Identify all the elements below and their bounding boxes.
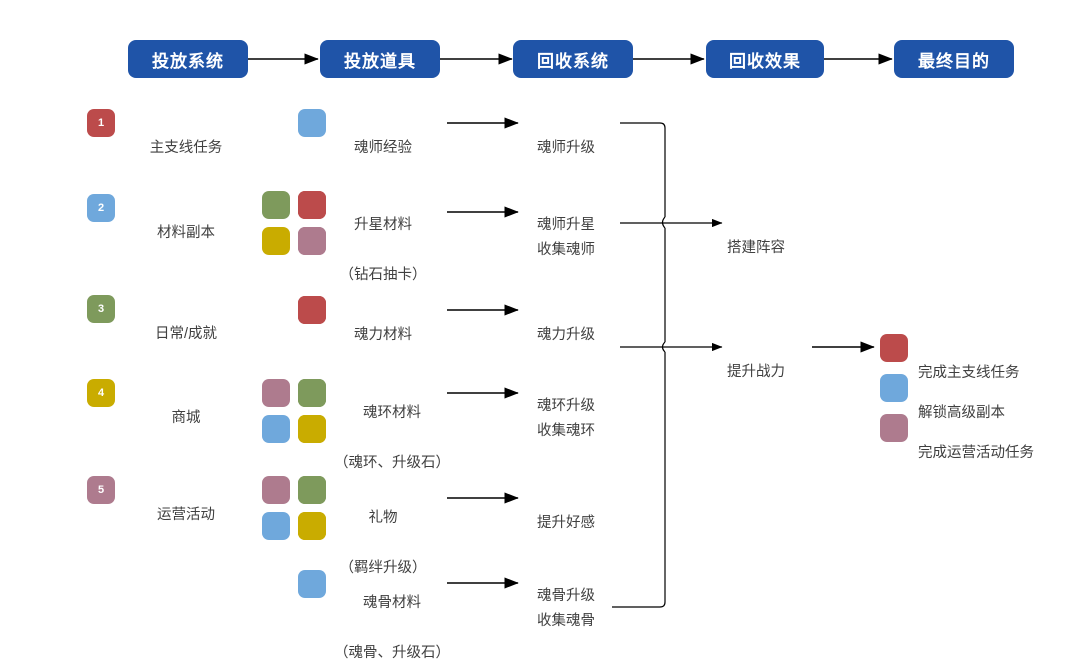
effect-text: 魂环升级 收集魂环: [537, 398, 595, 439]
goal-swatch-mauve: [880, 414, 908, 442]
effect-text: 魂力升级: [537, 327, 595, 343]
goal-swatch-red: [880, 334, 908, 362]
header-box-5[interactable]: 最终目的: [894, 40, 1014, 78]
header-box-4[interactable]: 回收效果: [706, 40, 824, 78]
goal-text: 完成主支线任务: [918, 365, 1020, 381]
item-sub: （魂环、升级石）: [334, 455, 450, 471]
item-sub: （羁绊升级）: [339, 560, 427, 576]
source-label-2: 材料副本: [111, 196, 261, 246]
outcome-label-1: 搭建阵容: [727, 211, 847, 261]
item-sub: （魂骨、升级石）: [334, 645, 450, 661]
source-label-4: 商城: [111, 381, 261, 431]
source-badge-5[interactable]: 5: [87, 476, 115, 504]
header-box-3[interactable]: 回收系统: [513, 40, 633, 78]
source-swatch-mauve: [262, 379, 290, 407]
source-badge-3[interactable]: 3: [87, 295, 115, 323]
effect-label-2: 魂师升星 收集魂师: [537, 188, 647, 263]
source-label-5: 运营活动: [111, 478, 261, 528]
item-label-6: 魂骨材料 （魂骨、升级石）: [297, 566, 487, 666]
effect-label-6: 魂骨升级 收集魂骨: [537, 559, 647, 634]
item-swatch-blue: [298, 570, 326, 598]
source-swatch-mauve: [262, 476, 290, 504]
source-label-text: 主支线任务: [149, 140, 223, 156]
item-label-3: 魂力材料: [303, 298, 463, 348]
effect-label-4: 魂环升级 收集魂环: [537, 369, 647, 444]
source-badge-1[interactable]: 1: [87, 109, 115, 137]
item-label-1: 魂师经验: [303, 111, 463, 161]
source-label-3: 日常/成就: [111, 297, 261, 347]
item-name: 魂环材料: [363, 405, 421, 421]
item-label-2: 升星材料 （钻石抽卡）: [298, 188, 468, 288]
header-box-label: 回收系统: [537, 51, 609, 71]
source-label-text: 日常/成就: [154, 326, 218, 342]
effect-label-5: 提升好感: [537, 486, 647, 536]
item-swatch-green: [298, 379, 326, 407]
header-box-label: 投放道具: [344, 51, 416, 71]
item-swatch-mauve: [298, 227, 326, 255]
item-swatch-red: [298, 191, 326, 219]
source-swatch-green: [262, 191, 290, 219]
item-label-5: 礼物 （羁绊升级）: [298, 481, 468, 581]
item-swatch-gold: [298, 415, 326, 443]
source-swatch-blue: [262, 415, 290, 443]
outcome-text: 提升战力: [727, 364, 785, 380]
source-badge-number: 1: [97, 117, 105, 129]
effect-text: 魂师升星 收集魂师: [537, 217, 595, 258]
outcome-label-2: 提升战力: [727, 335, 847, 385]
header-box-2[interactable]: 投放道具: [320, 40, 440, 78]
item-name: 升星材料: [354, 217, 412, 233]
source-badge-number: 5: [97, 484, 105, 496]
goal-label-3: 完成运营活动任务: [918, 416, 1083, 466]
goal-label-1: 完成主支线任务: [918, 336, 1083, 386]
source-badge-number: 3: [97, 303, 105, 315]
item-name: 魂骨材料: [363, 595, 421, 611]
item-label-4: 魂环材料 （魂环、升级石）: [297, 376, 487, 476]
source-label-text: 商城: [171, 410, 201, 426]
effect-text: 魂师升级: [537, 140, 595, 156]
source-label-1: 主支线任务: [111, 111, 261, 161]
source-badge-2[interactable]: 2: [87, 194, 115, 222]
goal-swatch-blue: [880, 374, 908, 402]
outcome-text: 搭建阵容: [727, 240, 785, 256]
header-box-label: 最终目的: [918, 51, 990, 71]
effect-label-3: 魂力升级: [537, 298, 647, 348]
item-name: 魂力材料: [354, 327, 412, 343]
header-box-label: 投放系统: [152, 51, 224, 71]
effect-text: 魂骨升级 收集魂骨: [537, 588, 595, 629]
source-badge-number: 2: [97, 202, 105, 214]
effect-text: 提升好感: [537, 515, 595, 531]
item-name: 礼物: [368, 510, 398, 526]
source-badge-4[interactable]: 4: [87, 379, 115, 407]
source-label-text: 材料副本: [157, 225, 215, 241]
effect-label-1: 魂师升级: [537, 111, 647, 161]
item-swatch-green: [298, 476, 326, 504]
source-badge-number: 4: [97, 387, 105, 399]
source-swatch-blue: [262, 512, 290, 540]
item-swatch-gold: [298, 512, 326, 540]
item-swatch-blue: [298, 109, 326, 137]
source-label-text: 运营活动: [157, 507, 215, 523]
item-name: 魂师经验: [354, 140, 412, 156]
source-swatch-gold: [262, 227, 290, 255]
item-swatch-red: [298, 296, 326, 324]
header-box-1[interactable]: 投放系统: [128, 40, 248, 78]
item-sub: （钻石抽卡）: [339, 267, 427, 283]
goal-label-2: 解锁高级副本: [918, 376, 1083, 426]
goal-text: 完成运营活动任务: [918, 445, 1034, 461]
goal-text: 解锁高级副本: [918, 405, 1005, 421]
header-box-label: 回收效果: [729, 51, 801, 71]
